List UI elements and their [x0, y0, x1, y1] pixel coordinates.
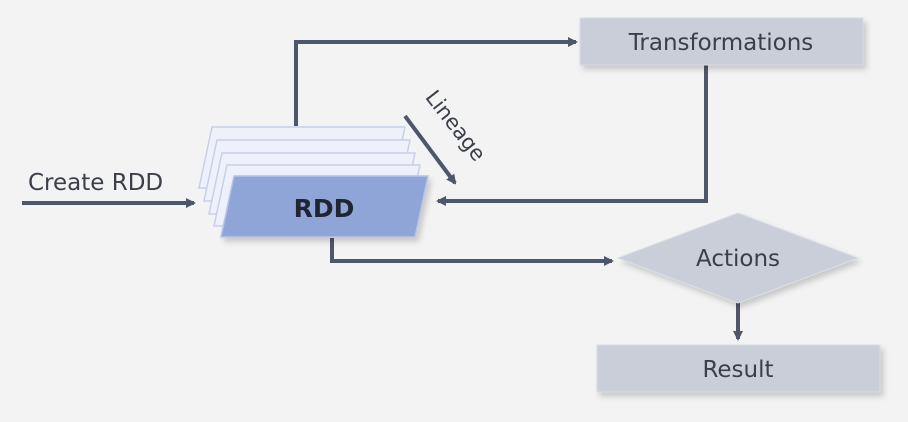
actions-node[interactable]	[616, 212, 860, 304]
create-rdd-label: Create RDD	[28, 170, 163, 196]
transformations-to-rdd-arrow	[436, 65, 708, 206]
transformations-node[interactable]	[579, 17, 864, 66]
rdd-to-transformations-arrow	[294, 37, 578, 126]
transformations-label: Transformations	[628, 30, 814, 56]
rdd-to-actions-arrow	[330, 238, 614, 266]
connectors	[22, 37, 743, 341]
actions-label: Actions	[696, 246, 780, 272]
lineage-arrow	[403, 114, 457, 185]
rdd-node[interactable]	[220, 175, 429, 238]
result-node[interactable]	[596, 344, 881, 393]
rdd-label: RDD	[294, 194, 355, 223]
result-label: Result	[702, 357, 773, 383]
rdd-stack	[198, 126, 429, 238]
